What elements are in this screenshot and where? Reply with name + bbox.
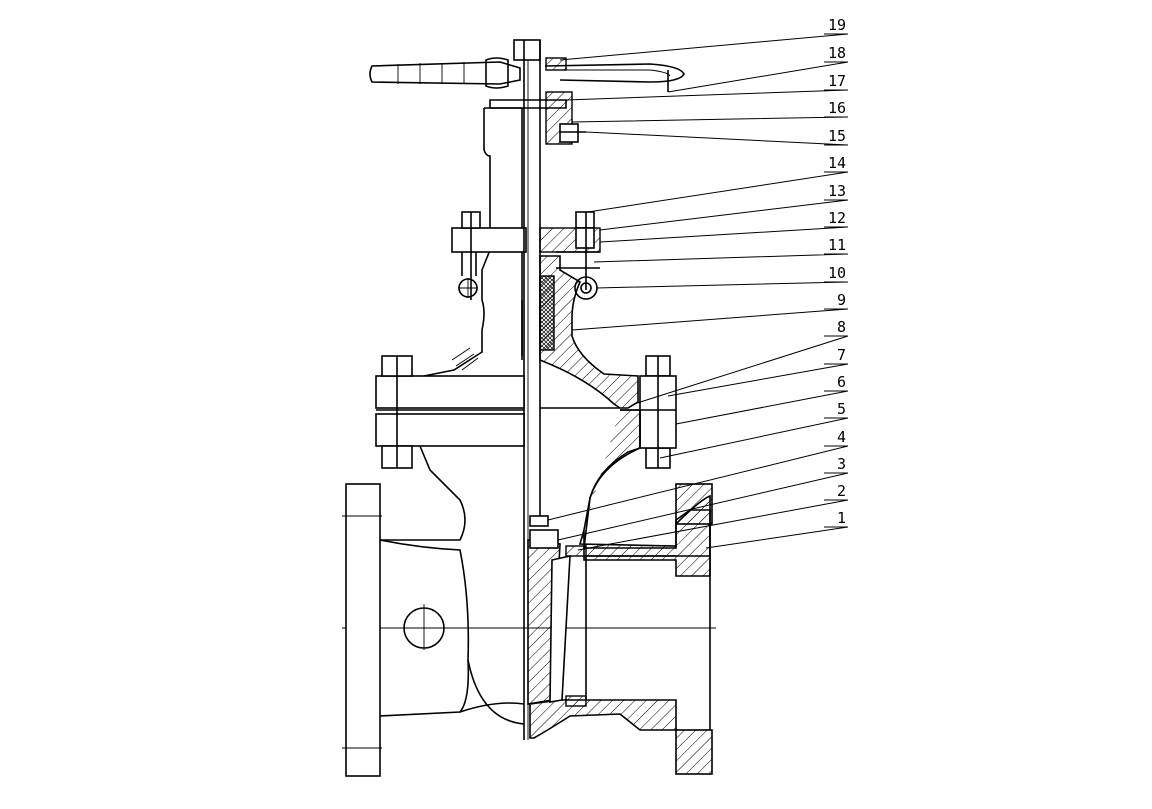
bonnet-flange [375, 355, 620, 469]
leader-lines [547, 33, 849, 551]
callout-18: 18 [828, 44, 846, 62]
callout-6: 6 [837, 373, 846, 391]
callout-9: 9 [837, 291, 846, 309]
bonnet-section [539, 255, 639, 409]
callout-15: 15 [828, 127, 846, 145]
callout-11: 11 [828, 236, 846, 254]
callout-4: 4 [837, 428, 846, 446]
body-exterior [342, 445, 525, 777]
callout-19: 19 [828, 16, 846, 34]
callout-12: 12 [828, 209, 846, 227]
outlet-flange [529, 483, 713, 775]
callout-14: 14 [828, 154, 846, 172]
callout-10: 10 [828, 264, 846, 282]
handwheel [369, 57, 685, 92]
callout-13: 13 [828, 182, 846, 200]
callout-7: 7 [837, 346, 846, 364]
gland-assembly [451, 211, 601, 300]
callout-16: 16 [828, 99, 846, 117]
callout-8: 8 [837, 318, 846, 336]
callout-numbers: 19 18 17 16 15 14 13 12 11 10 9 8 7 6 5 … [828, 16, 846, 527]
body-bolts [639, 355, 677, 469]
callout-5: 5 [837, 400, 846, 418]
callout-1: 1 [837, 509, 846, 527]
wedge [527, 515, 587, 707]
callout-2: 2 [837, 482, 846, 500]
callout-17: 17 [828, 72, 846, 90]
callout-3: 3 [837, 455, 846, 473]
